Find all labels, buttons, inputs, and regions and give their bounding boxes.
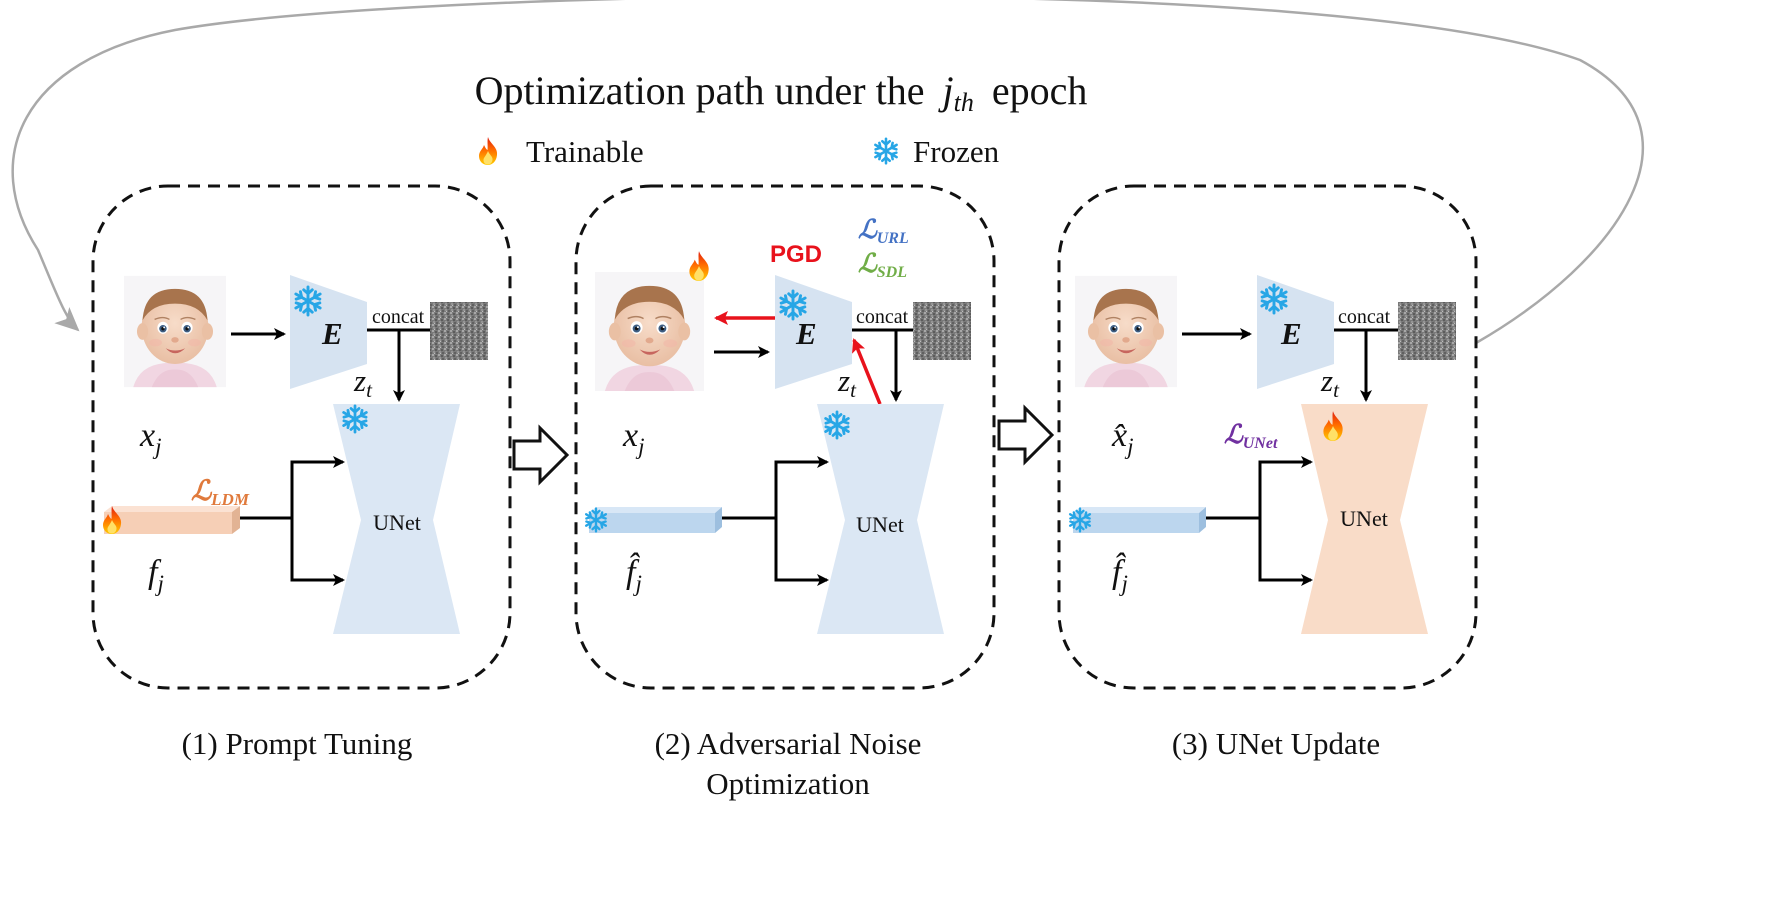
- fhat-label: f̂j: [1112, 552, 1128, 596]
- concat-label: concat: [856, 306, 909, 328]
- panel-1-border: [91, 184, 512, 690]
- fhat-label: f̂j: [626, 552, 642, 596]
- xj-label: xj: [139, 417, 161, 459]
- unet-label: UNet: [1340, 506, 1388, 531]
- unet-loss-label: ℒUNet: [1224, 420, 1278, 452]
- panel-2-caption-line-1: (2) Adversarial Noise: [655, 726, 922, 761]
- concat-label: concat: [1338, 306, 1391, 328]
- legend-frozen-label: Frozen: [913, 134, 1000, 169]
- prompt-embedding-trainable: [104, 506, 240, 534]
- prompt-branch: [774, 460, 824, 582]
- legend-trainable-label: Trainable: [526, 134, 644, 169]
- sdl-loss-label: ℒSDL: [858, 249, 907, 281]
- input-image-xj: [124, 275, 226, 388]
- fire-icon: [479, 137, 498, 165]
- unet-label: UNet: [856, 512, 904, 537]
- prompt-branch: [290, 460, 340, 582]
- xj-label: xj: [622, 417, 644, 459]
- panel-3-border: [1057, 184, 1478, 690]
- diagram-title: Optimization path under the jth epoch: [475, 68, 1088, 120]
- ldm-loss-label: ℒLDM: [191, 476, 250, 509]
- xhat-label: x̂j: [1111, 417, 1133, 459]
- legend: Trainable Frozen: [479, 134, 1000, 169]
- step-arrow-2: [997, 404, 1055, 466]
- zt-label: zt: [1320, 363, 1340, 402]
- noise-image: [1398, 302, 1456, 360]
- prompt-branch: [1258, 460, 1308, 582]
- concat-label: concat: [372, 306, 425, 328]
- unet-block: [817, 404, 944, 634]
- unet-label: UNet: [373, 510, 421, 535]
- snowflake-icon: [874, 139, 899, 164]
- input-image-xhat: [1075, 275, 1177, 388]
- unet-block-trainable: [1301, 404, 1428, 634]
- panel-adversarial-noise: E PGD ℒURL ℒSDL concat zt UNet xj f̂j (2…: [574, 184, 996, 801]
- panel-2-border: [574, 184, 996, 690]
- panel-3-caption: (3) UNet Update: [1172, 726, 1380, 761]
- encoder-label: E: [321, 316, 343, 351]
- url-loss-label: ℒURL: [858, 215, 909, 247]
- pgd-label: PGD: [770, 241, 822, 268]
- noise-image: [430, 302, 488, 360]
- zt-label: zt: [353, 363, 373, 402]
- encoder-label: E: [795, 316, 817, 351]
- zt-label: zt: [837, 363, 857, 402]
- prompt-embedding-frozen: [589, 507, 722, 533]
- unet-block: [333, 404, 460, 634]
- input-image-xj: [594, 272, 705, 391]
- noise-image: [913, 302, 971, 360]
- prompt-embedding-frozen: [1073, 507, 1206, 533]
- panel-2-caption-line-2: Optimization: [706, 766, 870, 801]
- panel-unet-update: E concat zt UNet ℒUNet x̂j f̂j (3) UNet …: [1057, 184, 1478, 761]
- fire-icon: [689, 251, 709, 281]
- encoder-block: [1257, 275, 1334, 389]
- step-arrow-1: [512, 424, 570, 486]
- epoch-loop-arrow: [11, 0, 1644, 345]
- encoder-label: E: [1280, 316, 1302, 351]
- pgd-gradient-arrow-to-encoder: [852, 338, 882, 405]
- fj-label: fj: [148, 554, 164, 596]
- panel-1-caption: (1) Prompt Tuning: [182, 726, 413, 761]
- panel-prompt-tuning: E concat zt UNet xj ℒLDM fj (1) Prompt T…: [91, 184, 512, 761]
